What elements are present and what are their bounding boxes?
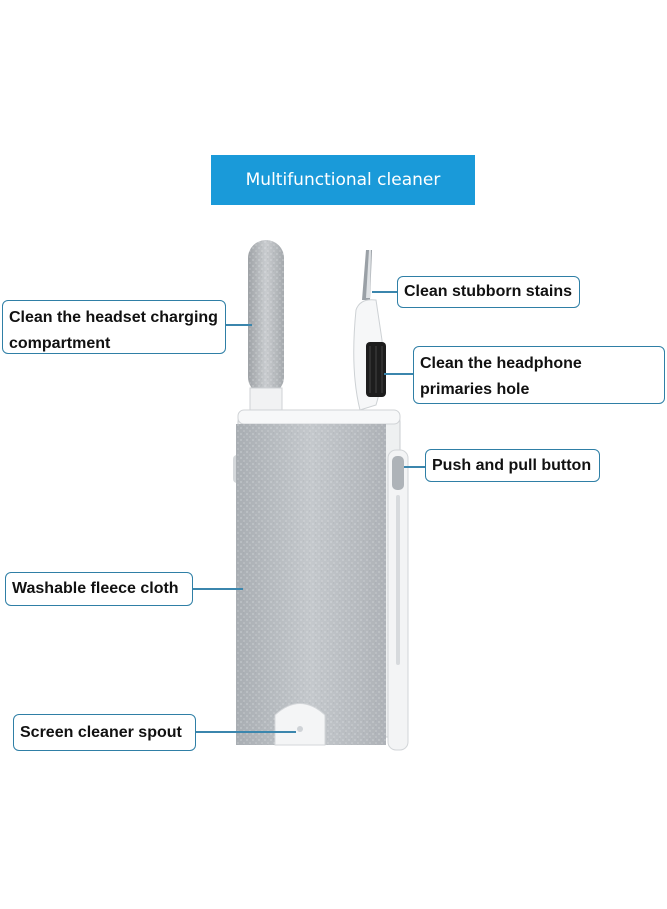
leader-fleece [193, 588, 243, 590]
sponge-brush [248, 240, 284, 419]
leader-spout [196, 731, 296, 733]
case-top-cap [237, 409, 401, 425]
title-banner: Multifunctional cleaner [211, 155, 475, 205]
callout-headset-compartment: Clean the headset charging compartment [2, 300, 226, 354]
callout-push-pull: Push and pull button [425, 449, 600, 482]
leader-push [404, 466, 426, 468]
callout-screen-spout: Screen cleaner spout [13, 714, 196, 751]
callout-headphone-hole: Clean the headphone primaries hole [413, 346, 665, 404]
fleece-cloth-panel [236, 424, 386, 746]
push-pull-slider [392, 456, 404, 490]
leader-hole [384, 373, 414, 375]
pen-brush [353, 250, 386, 411]
callout-fleece-cloth: Washable fleece cloth [5, 572, 193, 606]
leader-headset [224, 324, 252, 326]
leader-stains [372, 291, 398, 293]
callout-stubborn-stains: Clean stubborn stains [397, 276, 580, 308]
title-text: Multifunctional cleaner [245, 170, 441, 190]
slider-track [396, 495, 400, 665]
